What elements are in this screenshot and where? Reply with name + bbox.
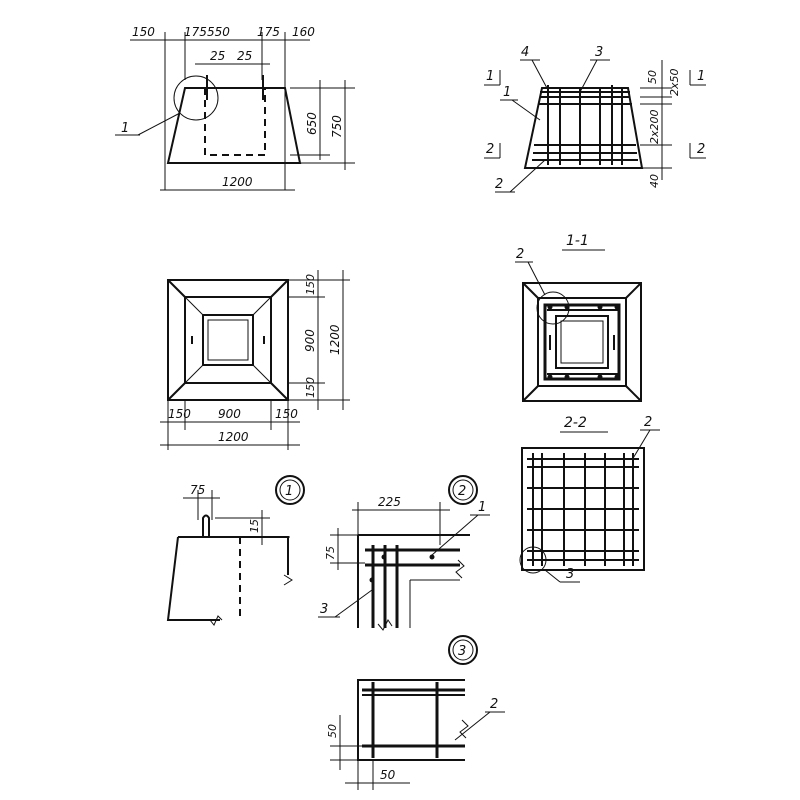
callout-2-rebar: 2 bbox=[495, 177, 503, 192]
plan-outer bbox=[167, 279, 289, 401]
rebar-elevation-view: 4 3 1 2 1 1 2 2 50 2x50 2x200 40 bbox=[484, 45, 706, 193]
detail-3-view: 3 2 50 50 bbox=[326, 635, 505, 790]
detail-1-tag bbox=[275, 475, 305, 505]
section-mark-2-left: 2 bbox=[486, 142, 494, 157]
section-2-2-view: 2-2 2 3 bbox=[519, 415, 660, 583]
section-mark-2-right: 2 bbox=[697, 142, 705, 157]
section-2-2-outline bbox=[521, 447, 645, 571]
dim-plan-150-left: 150 bbox=[168, 407, 191, 421]
detail-3-callout-2: 2 bbox=[490, 697, 498, 712]
dim-inner-25-right: 25 bbox=[237, 49, 252, 63]
block-outline bbox=[166, 87, 302, 164]
dim-50: 50 bbox=[646, 70, 659, 84]
section-1-1-title: 1-1 bbox=[566, 233, 589, 249]
dim-plan-r-900: 900 bbox=[303, 329, 317, 352]
dim-height-750: 750 bbox=[330, 115, 344, 138]
dim-plan-900: 900 bbox=[218, 407, 241, 421]
dim-inner-25-left: 25 bbox=[210, 49, 225, 63]
detail-3-tag-label: 3 bbox=[458, 644, 466, 659]
detail-2-tag-label: 2 bbox=[458, 484, 466, 499]
dim-top-175-left: 175 bbox=[184, 25, 207, 39]
plan-view: 150 900 150 1200 150 900 150 1200 bbox=[160, 270, 350, 450]
detail-1-dim-15: 15 bbox=[248, 519, 261, 533]
section-2-2-title: 2-2 bbox=[564, 415, 587, 431]
callout-3: 3 bbox=[595, 45, 603, 60]
dim-plan-150-right: 150 bbox=[275, 407, 298, 421]
dim-2x200: 2x200 bbox=[648, 109, 661, 144]
callout-1: 1 bbox=[121, 121, 129, 136]
dim-2x50: 2x50 bbox=[668, 68, 681, 96]
detail-2-dim-75: 75 bbox=[324, 546, 337, 560]
detail-1-view: 1 75 15 bbox=[166, 475, 305, 626]
detail-circle-1 bbox=[173, 75, 219, 121]
section-1-1-view: 1-1 2 bbox=[515, 233, 642, 402]
dim-plan-r-1200: 1200 bbox=[328, 324, 342, 355]
callout-1-rebar: 1 bbox=[503, 85, 511, 100]
dim-base-1200: 1200 bbox=[222, 175, 253, 189]
dim-top-175-right: 175 bbox=[257, 25, 280, 39]
detail-circle-3 bbox=[519, 546, 547, 574]
rebar-block-outline bbox=[523, 87, 644, 169]
front-elevation-view: 150 175 550 175 160 25 25 1 650 750 1200 bbox=[115, 25, 355, 191]
callout-2-section: 2 bbox=[516, 247, 524, 262]
dim-top-550: 550 bbox=[207, 25, 230, 39]
detail-1-dim-75: 75 bbox=[190, 483, 205, 497]
dim-height-650: 650 bbox=[305, 112, 319, 135]
detail-2-callout-1: 1 bbox=[478, 500, 486, 515]
detail-3-dim-50-h: 50 bbox=[380, 768, 396, 782]
detail-2-tag bbox=[448, 475, 478, 505]
dim-top-150-left: 150 bbox=[132, 25, 155, 39]
dim-plan-r-150-top: 150 bbox=[304, 274, 317, 295]
callout-2-section-2-2: 2 bbox=[644, 415, 652, 430]
callout-3-section-2-2: 3 bbox=[566, 567, 574, 582]
detail-3-tag bbox=[448, 635, 478, 665]
section-mark-1-left: 1 bbox=[486, 69, 494, 84]
detail-2-view: 2 225 75 1 3 bbox=[318, 475, 490, 631]
dim-plan-r-150-bottom: 150 bbox=[304, 377, 317, 398]
detail-circle-2 bbox=[536, 291, 570, 325]
dim-40: 40 bbox=[648, 174, 661, 188]
socket-hidden-line bbox=[204, 88, 266, 156]
section-mark-1-right: 1 bbox=[697, 69, 705, 84]
detail-2-dim-225: 225 bbox=[378, 495, 401, 509]
detail-3-dim-50-v: 50 bbox=[326, 724, 339, 738]
dim-top-160: 160 bbox=[292, 25, 315, 39]
detail-1-tag-label: 1 bbox=[285, 484, 293, 499]
callout-4: 4 bbox=[521, 45, 529, 60]
detail-2-callout-3: 3 bbox=[320, 602, 328, 617]
dim-plan-1200: 1200 bbox=[218, 430, 249, 444]
